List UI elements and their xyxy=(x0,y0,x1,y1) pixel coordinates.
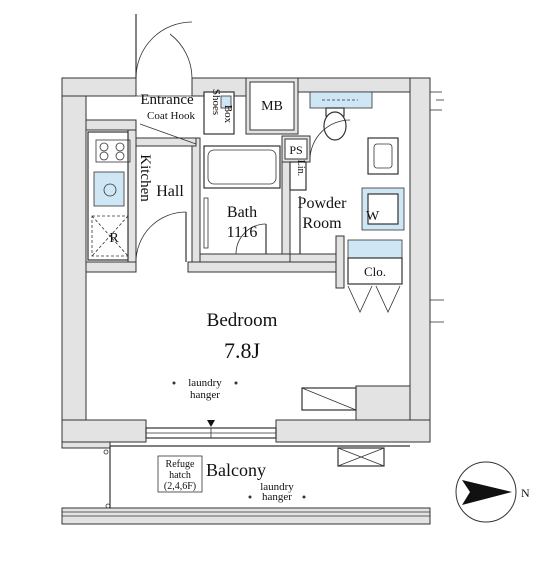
powder-label: Powder xyxy=(298,195,348,212)
room-label: Room xyxy=(302,215,342,232)
hall-door-swing[interactable] xyxy=(135,211,187,263)
linen-label: Lin. xyxy=(295,160,306,176)
washer-label: W xyxy=(366,209,380,224)
refuge-label-1: Refuge xyxy=(166,459,195,470)
laundry-hook-left xyxy=(172,381,176,385)
refrigerator-label: R xyxy=(109,231,119,246)
mb-closet xyxy=(249,81,295,131)
bathtub xyxy=(203,145,281,189)
ps-label: PS xyxy=(289,143,302,157)
balcony-laundry-label-1: laundry xyxy=(260,481,294,493)
bedroom-laundry-label-1: laundry xyxy=(188,377,222,389)
bedroom-size-label: 7.8J xyxy=(224,338,261,363)
entrance-edge xyxy=(139,123,197,145)
refuge-label-2: hatch xyxy=(169,470,191,481)
hall-label: Hall xyxy=(156,183,184,200)
ps-shaft xyxy=(284,138,308,160)
bath-label: Bath xyxy=(227,204,257,221)
bath-shelf xyxy=(203,197,209,249)
bedroom-laundry-label-2: hanger xyxy=(190,389,220,401)
balcony-window[interactable] xyxy=(145,427,277,439)
closet-shelf xyxy=(347,239,403,259)
bedroom-label: Bedroom xyxy=(207,310,278,331)
closet-label: Clo. xyxy=(364,264,386,279)
shoes-box-sink xyxy=(220,95,232,109)
refuge-hatch[interactable] xyxy=(157,455,203,493)
kitchen-counter xyxy=(87,131,131,261)
balcony-laundry-label-2: hanger xyxy=(262,491,292,503)
bath-size-label: 1116 xyxy=(227,224,258,241)
entrance-label: Entrance xyxy=(140,92,194,108)
coat-hook-label: Coat Hook xyxy=(147,110,195,122)
refuge-label-3: (2,4,6F) xyxy=(164,481,196,492)
bath-door-swing[interactable] xyxy=(235,223,267,255)
balcony-hook-right xyxy=(302,495,306,499)
box-label: Box xyxy=(222,105,234,124)
entry-arrow-icon xyxy=(207,420,215,427)
kitchen-label: Kitchen xyxy=(137,154,153,202)
mb-label: MB xyxy=(261,99,283,114)
balcony-hook-left xyxy=(248,495,252,499)
closet xyxy=(347,257,403,285)
balcony-railing xyxy=(61,441,431,525)
linen-closet xyxy=(289,161,307,191)
shoes-label: Shoes xyxy=(210,89,222,115)
toilet-door-swing[interactable] xyxy=(309,119,351,161)
compass-north-label: N xyxy=(521,486,530,500)
entrance-door[interactable] xyxy=(135,14,193,79)
compass-icon xyxy=(455,461,517,523)
laundry-hook-right xyxy=(234,381,238,385)
toilet-tank-area xyxy=(309,91,373,109)
balcony-label: Balcony xyxy=(206,460,266,480)
vanity xyxy=(367,137,399,175)
closet-doors[interactable] xyxy=(347,285,401,313)
exterior-edge xyxy=(430,91,444,323)
toilet xyxy=(323,107,347,141)
